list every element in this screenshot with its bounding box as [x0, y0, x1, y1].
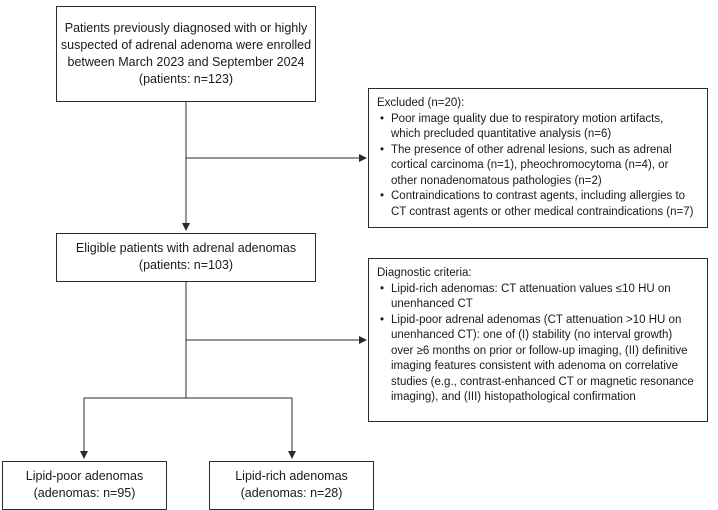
- excluded-item: Poor image quality due to respiratory mo…: [377, 112, 699, 143]
- lipid-poor-count: (adenomas: n=95): [33, 486, 136, 500]
- excluded-title: Excluded (n=20):: [377, 97, 465, 109]
- enrolled-line: Patients previously diagnosed with or hi…: [64, 21, 308, 35]
- flow-connectors: [80, 102, 367, 459]
- criteria-title: Diagnostic criteria:: [377, 267, 472, 279]
- eligible-box: Eligible patients with adrenal adenomas …: [56, 233, 316, 282]
- criteria-box: Diagnostic criteria: Lipid-rich adenomas…: [368, 258, 708, 422]
- excluded-box: Excluded (n=20): Poor image quality due …: [368, 88, 708, 228]
- enrolled-line: suspected of adrenal adenoma were enroll…: [60, 38, 312, 52]
- excluded-item: Contraindications to contrast agents, in…: [377, 189, 699, 220]
- lipid-poor-box: Lipid-poor adenomas (adenomas: n=95): [2, 461, 167, 510]
- lipid-rich-count: (adenomas: n=28): [240, 486, 343, 500]
- criteria-list: Lipid-rich adenomas: CT attenuation valu…: [377, 282, 699, 406]
- enrolled-count: (patients: n=123): [138, 72, 234, 86]
- enrolled-box: Patients previously diagnosed with or hi…: [56, 6, 316, 102]
- criteria-item: Lipid-rich adenomas: CT attenuation valu…: [377, 282, 699, 313]
- enrolled-line: between March 2023 and September 2024: [67, 55, 305, 69]
- excluded-list: Poor image quality due to respiratory mo…: [377, 112, 699, 221]
- excluded-item: The presence of other adrenal lesions, s…: [377, 143, 699, 190]
- eligible-count: (patients: n=103): [138, 258, 234, 272]
- lipid-rich-label: Lipid-rich adenomas: [235, 469, 348, 483]
- lipid-poor-label: Lipid-poor adenomas: [25, 469, 144, 483]
- criteria-item: Lipid-poor adrenal adenomas (CT attenuat…: [377, 313, 699, 406]
- eligible-line: Eligible patients with adrenal adenomas: [75, 241, 297, 255]
- lipid-rich-box: Lipid-rich adenomas (adenomas: n=28): [209, 461, 374, 510]
